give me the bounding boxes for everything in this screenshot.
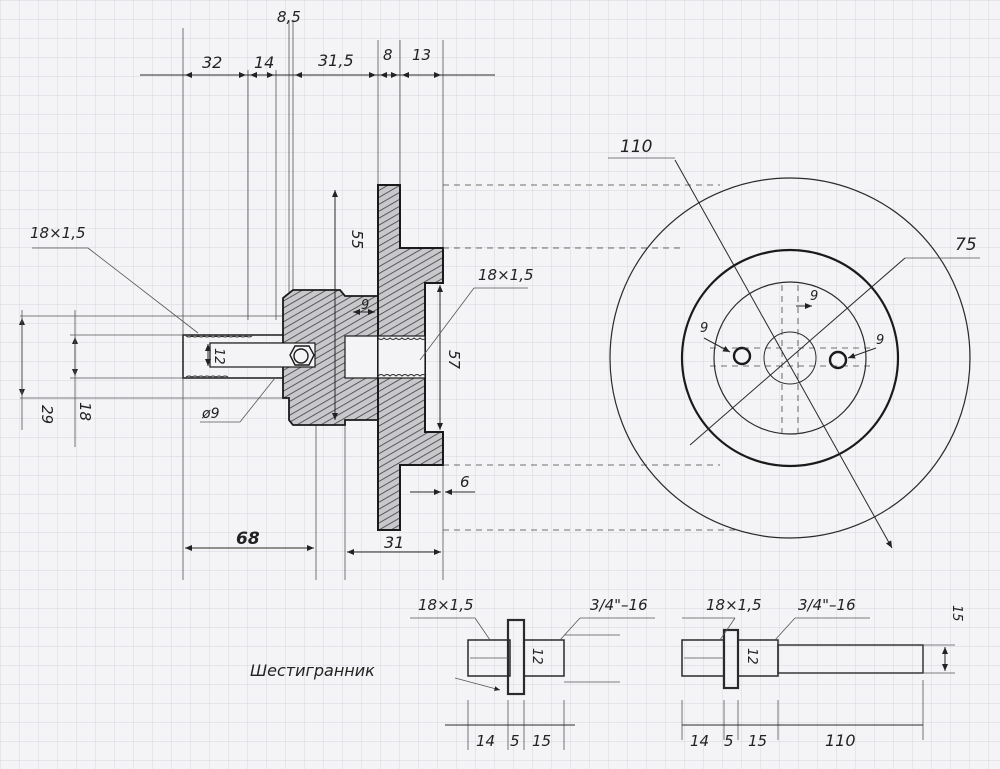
part-b-dim-14: 14	[690, 732, 709, 750]
part-b-adapter: 18×1,5 3/4"–16 12 15 14 5 15 110	[681, 596, 964, 750]
thread-label-left: 18×1,5	[30, 224, 86, 242]
dim-phi9: ø9	[201, 406, 220, 422]
part-b-thread-left: 18×1,5	[706, 596, 762, 614]
dim-57: 57	[445, 350, 463, 370]
part-a-dim-14: 14	[476, 732, 495, 750]
front-view: 110 75 9 9 9	[608, 137, 980, 549]
part-a-dim-5: 5	[510, 732, 520, 750]
dim-6: 6	[460, 473, 470, 491]
dim-13: 13	[412, 46, 431, 64]
dim-9-left: 9	[700, 321, 708, 336]
dim-9-top: 9	[810, 289, 818, 304]
part-b-dim-5: 5	[724, 732, 734, 750]
dim-9-bore: 9	[361, 298, 369, 313]
dim-8: 8	[383, 46, 393, 64]
part-b-thread-right: 3/4"–16	[798, 596, 856, 614]
dim-68: 68	[236, 529, 260, 549]
part-a-adapter: 18×1,5 3/4"–16 Шестигранник 12 14 5 15	[250, 596, 655, 750]
part-b-dim-12: 12	[744, 648, 759, 665]
thread-label-right: 18×1,5	[478, 266, 534, 284]
dim-18: 18	[76, 402, 94, 421]
dim-31-5: 31,5	[318, 51, 354, 70]
side-view: 32 14 8,5 31,5 8 13 18×1,5 18×1,5 55 9 1…	[19, 8, 740, 580]
part-b-dim-15: 15	[748, 732, 767, 750]
dim-9-right: 9	[876, 333, 884, 348]
dim-31: 31	[384, 533, 404, 552]
part-a-dim-12: 12	[529, 648, 544, 665]
dim-29: 29	[38, 405, 56, 424]
dim-32: 32	[202, 53, 222, 72]
part-b-dim-15-side: 15	[949, 605, 964, 622]
dim-12: 12	[211, 348, 226, 365]
dim-14: 14	[254, 53, 274, 72]
part-a-thread-right: 3/4"–16	[590, 596, 648, 614]
dim-8-5: 8,5	[277, 8, 301, 26]
part-a-dim-15: 15	[532, 732, 551, 750]
part-a-thread-left: 18×1,5	[418, 596, 474, 614]
part-b-dim-110: 110	[825, 731, 856, 750]
dim-110-front: 110	[620, 137, 652, 157]
dim-55: 55	[348, 230, 366, 249]
dim-75: 75	[955, 235, 977, 255]
hex-label: Шестигранник	[250, 661, 375, 680]
